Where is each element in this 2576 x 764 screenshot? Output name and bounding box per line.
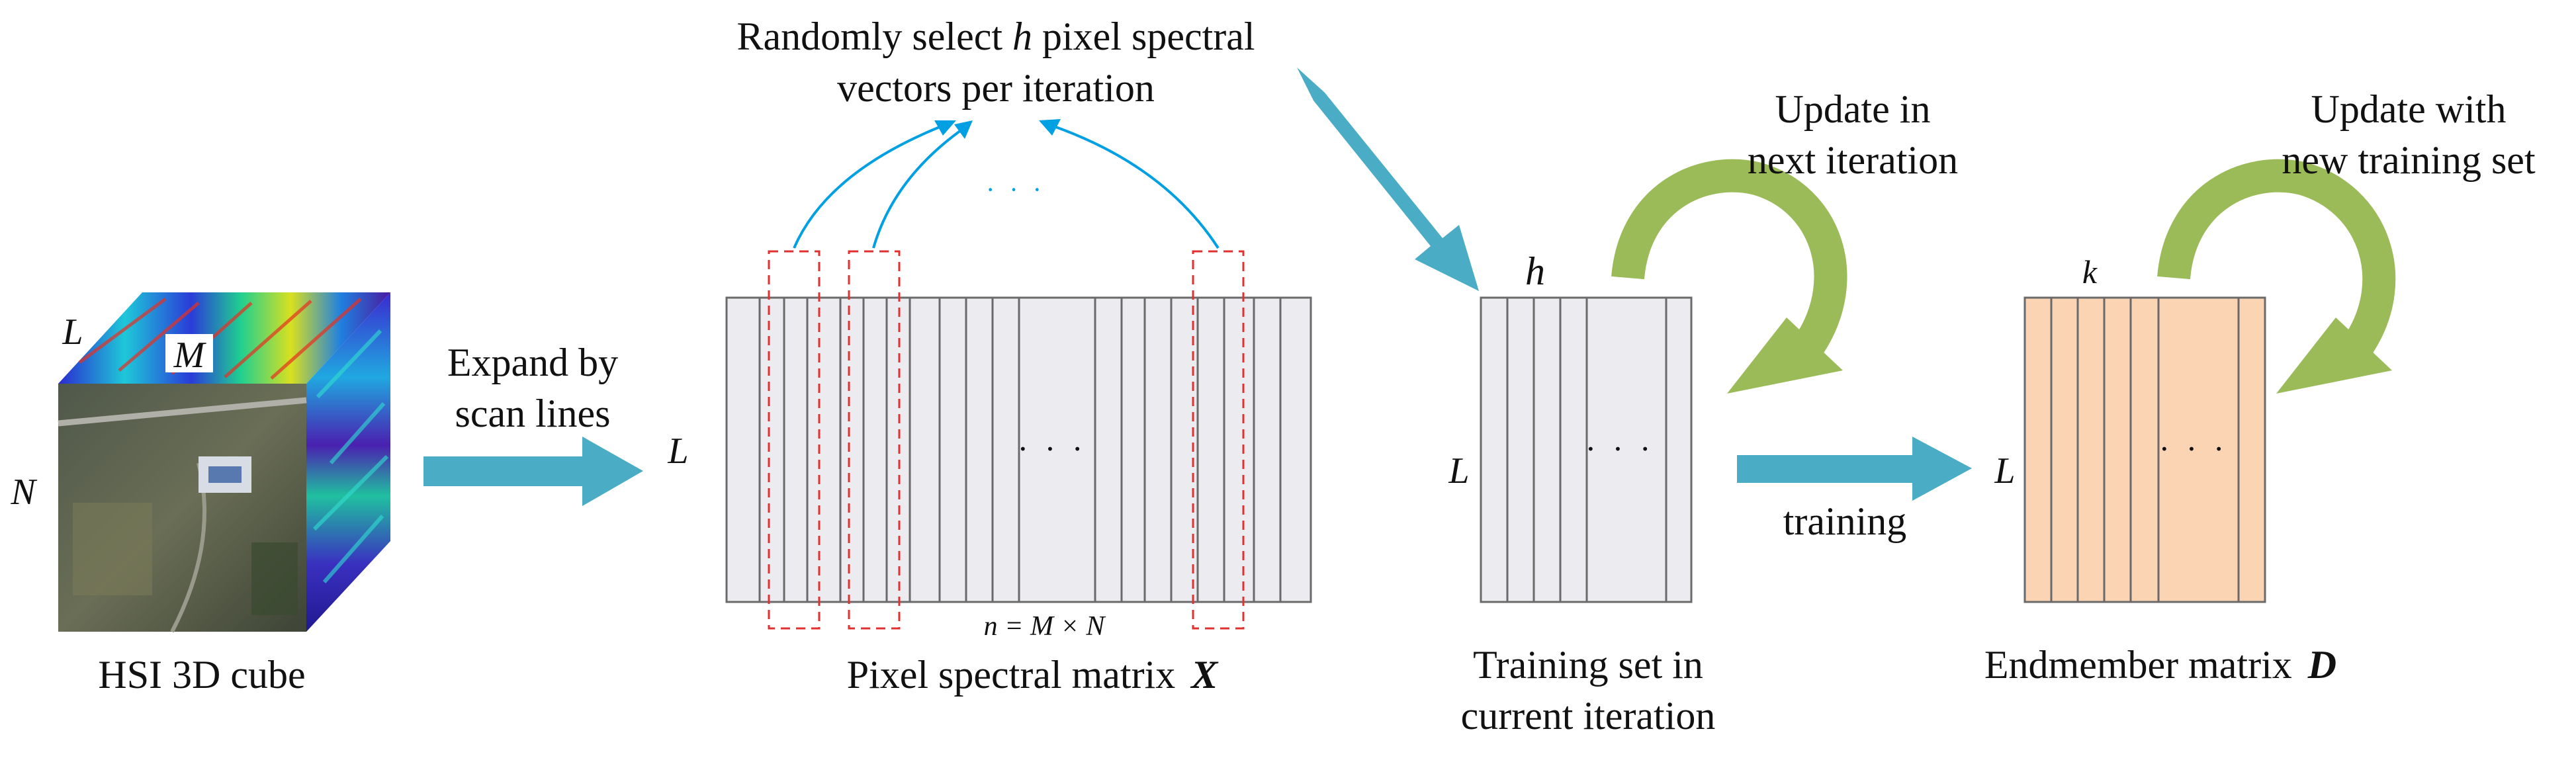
selection-curves — [793, 119, 1220, 249]
selection-arrowhead-2 — [954, 120, 973, 139]
update-loop-arrow-2: Update with new training set — [2157, 87, 2536, 394]
pixel-matrix-caption: Pixel spectral matrix X — [847, 653, 1220, 697]
endmember-body — [2023, 296, 2266, 603]
training-caption-line2: current iteration — [1461, 694, 1716, 738]
pixel-matrix-caption-text: Pixel spectral matrix — [847, 653, 1176, 697]
select-text-post: pixel spectral — [1032, 15, 1255, 58]
select-text-line2: vectors per iteration — [837, 66, 1155, 110]
training-set-matrix: h L · · · Training set in current iterat… — [1448, 249, 1715, 738]
loop-head-2 — [2276, 318, 2392, 394]
update-new-line1: Update with — [2311, 87, 2507, 131]
training-set-columns — [1506, 298, 1667, 602]
training-arrow-label: training — [1783, 499, 1907, 543]
endmember-dots: · · · — [2159, 430, 2229, 467]
pixel-matrix-columns — [758, 298, 1282, 602]
hsi-cube: M L N HSI 3D cube — [10, 292, 390, 697]
cube-l-label: L — [62, 312, 83, 353]
select-text-pre: Randomly select — [736, 15, 1012, 58]
update-next-line1: Update in — [1775, 87, 1931, 131]
endmember-matrix: k L · · · Endmember matrix D — [1984, 253, 2336, 687]
update-loop-arrow-1: Update in next iteration — [1611, 87, 1958, 394]
training-caption-line1: Training set in — [1473, 643, 1703, 687]
cube-m-box — [165, 334, 213, 372]
expand-arrow-shape — [423, 437, 643, 506]
expand-label-line1: Expand by — [447, 341, 618, 384]
pixel-matrix-symbol: X — [1190, 653, 1219, 697]
training-arrow: training — [1737, 437, 1972, 543]
endmember-k-label: k — [2082, 253, 2098, 290]
expand-label-line2: scan lines — [455, 392, 611, 435]
pixel-matrix: L · · · n = M × N Pixel spectral matrix X — [667, 250, 1312, 697]
endmember-l-label: L — [1994, 450, 2015, 491]
loop-arc-2 — [2157, 159, 2396, 353]
training-set-dots: · · · — [1585, 430, 1655, 467]
selection-curve-2 — [872, 128, 964, 249]
training-set-l-label: L — [1448, 450, 1469, 491]
cube-field-2 — [251, 542, 298, 615]
pixel-matrix-dots: · · · — [1018, 430, 1087, 467]
expand-arrow: Expand by scan lines — [423, 341, 643, 506]
select-text-h: h — [1012, 15, 1032, 58]
cube-side-face — [306, 292, 390, 632]
diagonal-arrow-shape — [1297, 67, 1479, 291]
endmember-columns — [2050, 298, 2240, 602]
selection-arrowhead-3 — [1039, 119, 1061, 136]
loop-head-1 — [1727, 318, 1843, 394]
cube-m-label: M — [173, 335, 207, 376]
endmember-symbol: D — [2307, 643, 2336, 687]
cube-caption: HSI 3D cube — [98, 653, 305, 697]
training-arrow-shape — [1737, 437, 1972, 501]
selection-curve-1 — [793, 124, 944, 249]
cube-building-2 — [208, 466, 242, 483]
update-next-line2: next iteration — [1748, 138, 1958, 182]
endmember-caption: Endmember matrix D — [1984, 643, 2336, 687]
pixel-matrix-l-label: L — [667, 431, 688, 472]
cube-field — [73, 503, 152, 595]
update-new-line2: new training set — [2282, 138, 2536, 182]
selection-curve-3 — [1051, 124, 1220, 249]
cube-side-streaks — [312, 329, 389, 583]
selection-arrowhead-1 — [934, 120, 956, 136]
cube-n-label: N — [10, 472, 37, 513]
loop-arc-1 — [1611, 159, 1847, 353]
select-text-line1: Randomly select h pixel spectral — [736, 15, 1255, 58]
cube-road — [58, 397, 307, 427]
training-set-h-label: h — [1525, 249, 1545, 293]
endmember-caption-text: Endmember matrix — [1984, 643, 2292, 687]
diagonal-arrow — [1297, 67, 1479, 291]
pixel-matrix-formula: n = M × N — [984, 611, 1106, 642]
selection-dots: · · · — [986, 175, 1045, 204]
